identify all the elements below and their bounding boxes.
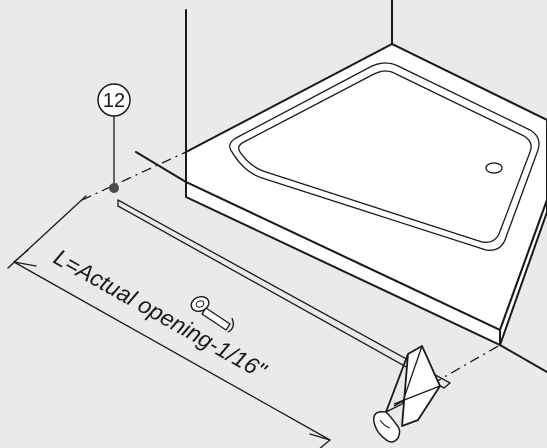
tray-side-face (499, 199, 547, 346)
tray-front-edge-extension (135, 151, 187, 183)
tray-top-surface (185, 43, 547, 331)
tray-basin-inner-rim (238, 70, 532, 243)
dimension-left-arrow-b (13, 249, 29, 263)
drain-icon (485, 162, 503, 174)
dimension-baseline (13, 261, 331, 441)
left-extension-line (81, 151, 187, 201)
sill-strip-top-edge (117, 199, 451, 384)
callout-12: 12 (97, 83, 131, 193)
shower-tray (185, 43, 547, 346)
dimension-right-arrow-a (309, 433, 331, 441)
callout-dot (109, 183, 119, 193)
floor-line (499, 344, 547, 373)
dimension-label: L=Actual opening-1/16" (50, 244, 273, 385)
tape-measure-icon (190, 296, 234, 333)
callout-number: 12 (103, 90, 125, 112)
sill-strip (117, 199, 451, 389)
hacksaw-icon (373, 345, 441, 443)
sill-strip-bottom-edge (117, 205, 445, 389)
tray-basin-outer-rim (229, 62, 540, 251)
sill-strip-right-end (443, 382, 451, 389)
dimension-left-arrow-a (13, 261, 37, 267)
dimension-right-arrow-b (319, 439, 331, 448)
